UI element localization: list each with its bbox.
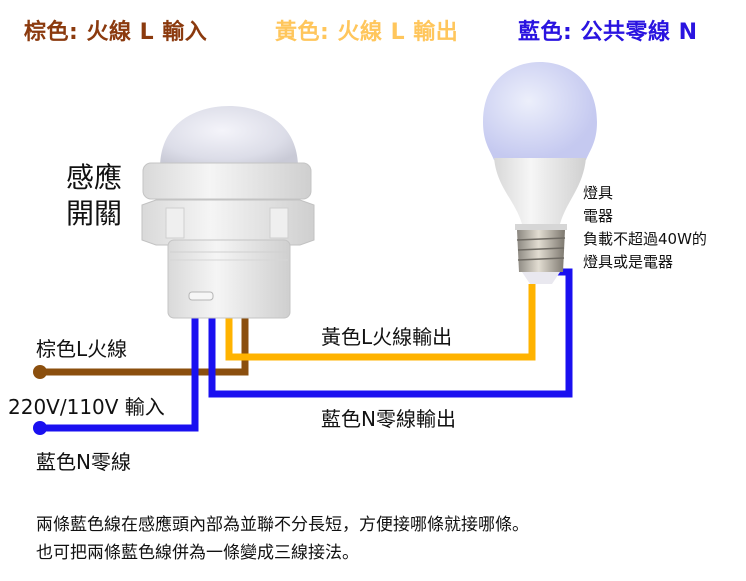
blue-input-label: 藍色N零線 <box>36 450 131 474</box>
brown-terminal-dot <box>33 365 47 379</box>
legend-brown: 棕色: 火線 L 輸入 <box>24 20 208 45</box>
yellow-output-label: 黃色L火線輸出 <box>321 325 453 349</box>
light-bulb-image <box>483 62 597 284</box>
voltage-input-label: 220V/110V 輸入 <box>8 395 165 419</box>
legend-blue: 藍色: 公共零線 N <box>518 20 698 45</box>
note-line-1: 兩條藍色線在感應頭內部為並聯不分長短，方便接哪條就接哪條。 <box>36 515 529 535</box>
note-line-2: 也可把兩條藍色線併為一條變成三線接法。 <box>36 543 359 563</box>
blue-output-label: 藍色N零線輸出 <box>321 407 456 431</box>
sensor-label-line2: 開關 <box>66 197 123 230</box>
sensor-label: 感應 開關 <box>66 160 122 232</box>
bulb-line-1: 燈具 <box>583 184 614 202</box>
blue-input-wire <box>40 318 199 432</box>
yellow-wire <box>225 284 536 361</box>
pir-sensor-image <box>141 106 315 319</box>
bulb-description: 燈具 電器 負載不超過40W的 燈具或是電器 <box>583 182 707 274</box>
brown-input-label: 棕色L火線 <box>36 337 128 361</box>
bulb-line-2: 電器 <box>583 207 614 225</box>
legend-yellow: 黃色: 火線 L 輸出 <box>275 20 459 45</box>
blue-terminal-dot <box>33 421 47 435</box>
brown-wire <box>40 318 249 376</box>
bulb-line-3: 負載不超過40W的 <box>583 230 707 248</box>
sensor-label-line1: 感應 <box>66 161 123 194</box>
color-legend: 棕色: 火線 L 輸入 黃色: 火線 L 輸出 藍色: 公共零線 N <box>0 14 746 50</box>
bulb-line-4: 燈具或是電器 <box>583 253 674 271</box>
